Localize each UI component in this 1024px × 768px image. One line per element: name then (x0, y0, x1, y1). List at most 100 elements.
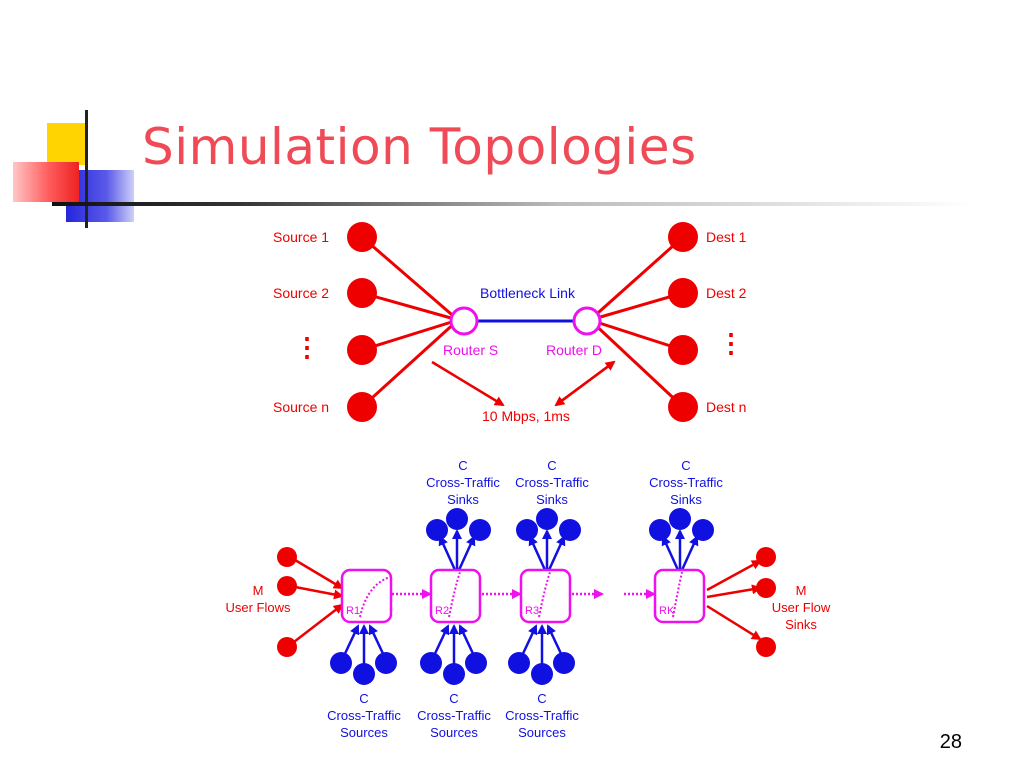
router-r1-label: R1 (346, 605, 360, 617)
cross-traffic-sink-node (559, 519, 581, 541)
source-c-label: C (359, 691, 368, 706)
router-internal-path (448, 571, 461, 618)
user-flow-sink-arrow (706, 604, 762, 641)
user-flow-sinks-line2: Sinks (785, 617, 817, 632)
user-flow-node (277, 576, 297, 596)
user-flows-m-label: M (253, 583, 264, 598)
user-flow-sink-node (756, 578, 776, 598)
source-label-line2: Sources (518, 725, 566, 740)
sink-arrow (661, 535, 680, 571)
router-rk (653, 568, 706, 624)
dumbbell-topology: Source 1 Source 2 Source n Dest 1 Dest 2… (273, 222, 747, 424)
source-1-label: Source 1 (273, 229, 329, 245)
router-rk-label: RK (659, 605, 675, 617)
dest-2-label: Dest 2 (706, 285, 747, 301)
router-r3-label: R3 (525, 605, 539, 617)
dest-node (668, 222, 698, 252)
source-node (347, 392, 377, 422)
cross-traffic-source-node (420, 652, 442, 674)
router-r2-label: R2 (435, 605, 449, 617)
cross-traffic-source-node (375, 652, 397, 674)
cross-traffic-sink-node (536, 508, 558, 530)
cross-traffic-sink-node (469, 519, 491, 541)
cross-traffic-source-node (443, 663, 465, 685)
bottleneck-label: Bottleneck Link (480, 285, 576, 301)
router-internal-path (672, 571, 683, 618)
router-d-label: Router D (546, 342, 602, 358)
user-flow-sink-arrow (706, 584, 762, 599)
sink-arrow (457, 535, 476, 571)
source-node (347, 335, 377, 365)
sink-label-line1: Cross-Traffic (649, 475, 723, 490)
dest-1-label: Dest 1 (706, 229, 747, 245)
user-flow-sinks-line1: User Flow (772, 600, 831, 615)
router-internal-path (359, 576, 391, 618)
link-spec-arrow (431, 360, 505, 407)
source-link (360, 318, 460, 409)
router-r2 (429, 568, 482, 624)
dest-node (668, 335, 698, 365)
user-flow-node (277, 637, 297, 657)
router-s-node (449, 306, 479, 336)
user-flow-sink-arrow (706, 559, 762, 592)
user-flow-sinks-m-label: M (796, 583, 807, 598)
sink-arrow (528, 535, 547, 571)
source-label-line2: Sources (430, 725, 478, 740)
cross-traffic-source-node (353, 663, 375, 685)
router-internal-path (538, 571, 551, 618)
cross-traffic-sink-node (649, 519, 671, 541)
cross-traffic-source-node (465, 652, 487, 674)
sink-c-label: C (458, 458, 467, 473)
source-link (361, 291, 459, 322)
sink-arrow (680, 535, 699, 571)
source-label-line1: Cross-Traffic (505, 708, 579, 723)
user-flow-sink-node (756, 547, 776, 567)
source-ellipsis: ⋮ (294, 332, 320, 362)
cross-traffic-sink-node (446, 508, 468, 530)
sink-c-label: C (547, 458, 556, 473)
sink-arrow (547, 535, 566, 571)
dest-ellipsis: ⋮ (718, 328, 744, 358)
sink-label-line1: Cross-Traffic (426, 475, 500, 490)
cross-traffic-source-node (531, 663, 553, 685)
source-label-line1: Cross-Traffic (417, 708, 491, 723)
user-flow-arrow (289, 555, 344, 590)
deco-yellow-square (47, 123, 87, 165)
link-spec-arrow (559, 360, 616, 404)
source-link (361, 318, 459, 352)
source-2-label: Source 2 (273, 285, 329, 301)
sink-c-label: C (681, 458, 690, 473)
sink-arrow (438, 535, 457, 571)
router-d-node (572, 306, 602, 336)
source-label-line2: Sources (340, 725, 388, 740)
router-s-label: Router S (443, 342, 498, 358)
deco-red-square (13, 162, 79, 202)
cross-traffic-sink-node (669, 508, 691, 530)
cross-traffic-source-node (330, 652, 352, 674)
sink-label-line2: Sinks (536, 492, 568, 507)
user-flow-node (277, 547, 297, 567)
source-n-label: Source n (273, 399, 329, 415)
cross-traffic-sink-node (692, 519, 714, 541)
dest-node (668, 392, 698, 422)
user-flows-label: User Flows (225, 600, 291, 615)
source-link (361, 235, 459, 322)
source-node (347, 222, 377, 252)
sink-label-line2: Sinks (447, 492, 479, 507)
cross-traffic-source-node (553, 652, 575, 674)
dest-link (589, 291, 684, 322)
user-flow-sink-node (756, 637, 776, 657)
cross-traffic-sink-node (516, 519, 538, 541)
link-spec-label: 10 Mbps, 1ms (482, 408, 570, 424)
dest-link (589, 318, 684, 352)
dest-n-label: Dest n (706, 399, 746, 415)
cross-traffic-source-node (508, 652, 530, 674)
source-node (347, 278, 377, 308)
parking-lot-topology: C Cross-Traffic Sinks C Cross-Traffic Si… (225, 458, 830, 740)
slide-title: Simulation Topologies (142, 118, 697, 176)
sink-label-line1: Cross-Traffic (515, 475, 589, 490)
deco-horizontal-line (52, 202, 972, 206)
dest-node (668, 278, 698, 308)
router-r1 (340, 568, 393, 624)
